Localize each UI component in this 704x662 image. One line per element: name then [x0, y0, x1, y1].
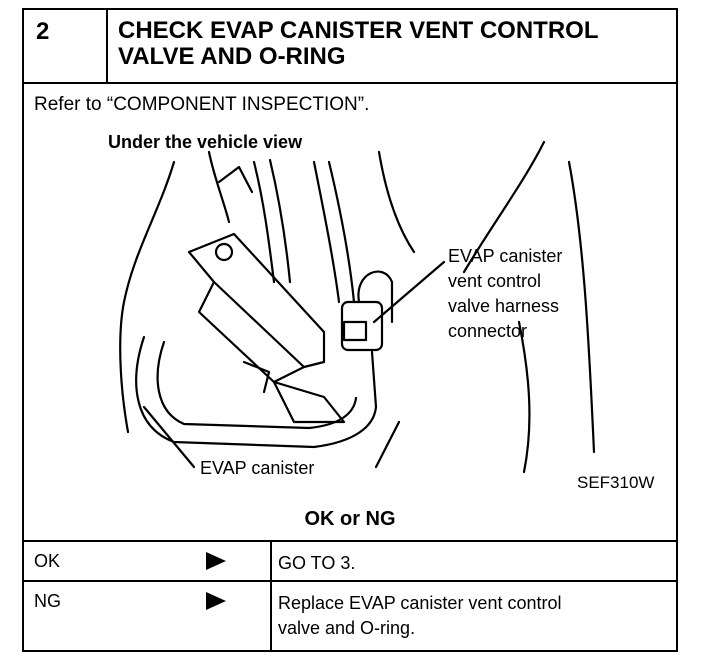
arrow-right-icon [206, 552, 226, 570]
step-title: CHECK EVAP CANISTER VENT CONTROL VALVE A… [118, 18, 668, 70]
figure-code: SEF310W [577, 473, 655, 492]
result-row-ng: NG Replace EVAP canister vent control va… [24, 580, 676, 650]
component-illustration [119, 140, 596, 474]
result-heading: OK or NG [304, 508, 396, 530]
pipe-upper [252, 160, 276, 284]
bracket [187, 232, 326, 369]
arrow-right-icon [206, 592, 226, 610]
step-number: 2 [24, 10, 108, 82]
step-header: 2 CHECK EVAP CANISTER VENT CONTROL VALVE… [24, 10, 676, 84]
leader-canister-2 [374, 420, 401, 469]
vent-valve-hose [357, 270, 394, 324]
refer-text: Refer to “COMPONENT INSPECTION”. [34, 94, 370, 115]
result-status: OK [34, 551, 61, 571]
leader-connector [372, 260, 446, 324]
inspection-step-table: 2 CHECK EVAP CANISTER VENT CONTROL VALVE… [22, 8, 678, 652]
body-contour-right-4 [517, 320, 531, 474]
canister-shell [135, 335, 378, 449]
vent-valve-body [340, 300, 384, 352]
connector-callout-line2: vent control [448, 271, 542, 291]
result-row-ok: OK GO TO 3. [24, 540, 676, 580]
result-action-line: valve and O-ring. [278, 618, 416, 638]
connector-callout-line4: connector [448, 321, 528, 341]
result-status: NG [34, 591, 61, 611]
clip-1 [242, 360, 271, 394]
harness-connector [342, 320, 368, 342]
pipe-mid-2 [327, 160, 356, 304]
pipe-mid [312, 160, 341, 304]
mount-lower [272, 380, 346, 424]
figure-view-label: Under the vehicle view [108, 132, 303, 152]
step-title-line2: VALVE AND O-RING [118, 43, 346, 70]
connector-callout-line3: valve harness [448, 296, 560, 316]
connector-callout-line1: EVAP canister [448, 246, 563, 266]
bracket-arm [197, 280, 306, 384]
connector-callout: EVAP canister vent control valve harness… [448, 244, 562, 344]
pipe-upper-2 [268, 158, 292, 284]
canister-callout: EVAP canister [200, 458, 315, 478]
bracket-bolt [214, 242, 234, 262]
body-contour-upper [207, 150, 231, 224]
result-action-line: Replace EVAP canister vent control [278, 593, 562, 613]
clip-2 [217, 165, 254, 194]
leader-canister [142, 405, 196, 469]
result-action: GO TO 3. [270, 542, 668, 580]
canister-inner [156, 340, 358, 430]
step-title-line1: CHECK EVAP CANISTER VENT CONTROL [118, 17, 599, 44]
body-contour-right-1 [377, 150, 416, 254]
result-action-line: GO TO 3. [278, 553, 356, 573]
body-contour-right-3 [567, 160, 596, 454]
body-contour-left [119, 160, 176, 434]
result-action: Replace EVAP canister vent control valve… [270, 582, 668, 650]
body-contour-right-2 [462, 140, 546, 274]
